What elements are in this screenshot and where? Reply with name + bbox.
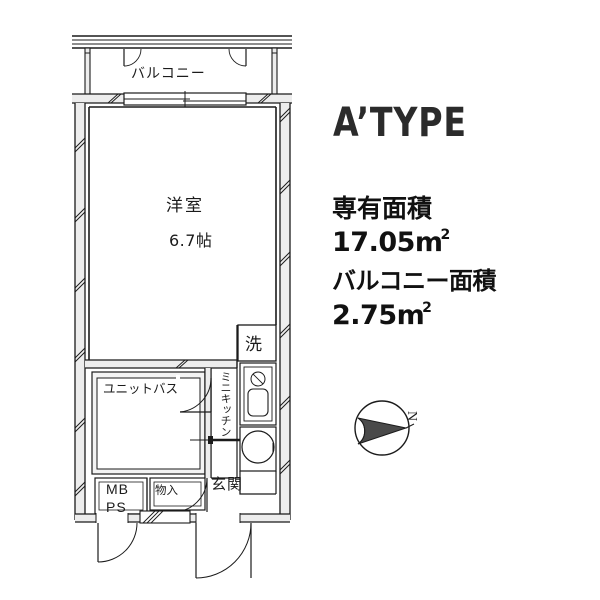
room-label-mini-kitchen: ミニキッチン [219,371,232,437]
unit-bath [91,371,206,475]
exclusive-area-number: 17.05 [332,227,415,258]
entrance-step-divider [190,436,240,444]
meter-box-door [97,522,138,563]
balcony-door-right [228,48,247,67]
balcony-area-label: バルコニー面積 [332,267,497,295]
balcony-area-unit-exponent: 2 [422,299,432,316]
room-label-washer: 洗 [245,335,262,355]
exclusive-area-unit-exponent: 2 [440,226,450,243]
balcony-railing [72,35,292,49]
entrance-door [195,522,252,579]
toilet [239,426,277,472]
washer-alcove [237,324,277,362]
balcony-sliding-window [123,91,247,107]
mini-kitchen-counter [236,361,277,478]
closet [149,477,206,511]
partition-wall-room-bath [85,325,238,369]
main-room-outline [88,106,277,360]
exterior-wall-left [74,103,86,520]
room-label-pipe-shaft: PS [106,499,127,515]
plan-type-title: A’TYPE [333,100,467,146]
exterior-wall-right [279,103,291,520]
room-size-western-room: 6.7帖 [169,231,213,250]
room-label-closet: 物入 [155,483,178,497]
balcony-door-left [123,48,142,67]
room-label-entrance: 玄関 [211,475,244,493]
compass-rose-icon [354,400,415,456]
balcony-area-unit: m [396,300,425,331]
room-label-western-room: 洋室 [166,196,204,216]
balcony-area-number: 2.75 [332,300,397,331]
bath-door [176,375,212,413]
exclusive-area-unit: m [414,227,443,258]
room-label-unit-bath: ユニットバス [103,381,179,396]
balcony-area-value: 2.75m2 [332,299,434,331]
room-label-meter-box: MB [106,481,129,497]
exterior-wall-bottom [75,510,290,524]
exclusive-area-label: 専有面積 [332,194,433,223]
exclusive-area-value: 17.05m2 [332,226,452,258]
compass-north-label: N [404,410,420,422]
entrance-area [211,471,277,495]
room-label-balcony: バルコニー [131,66,206,82]
